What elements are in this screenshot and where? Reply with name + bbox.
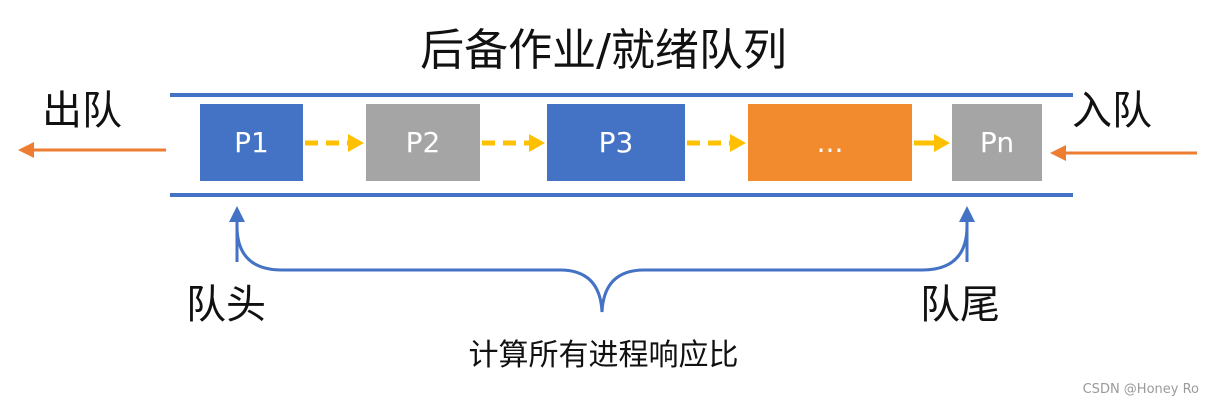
process-box-p3: P3 bbox=[547, 104, 685, 181]
process-box-p2: P2 bbox=[366, 104, 480, 181]
response-ratio-caption: 计算所有进程响应比 bbox=[468, 338, 739, 373]
diagram-title: 后备作业/就绪队列 bbox=[420, 25, 787, 76]
process-box-pn: Pn bbox=[952, 104, 1042, 181]
queue-head-label: 队头 bbox=[186, 282, 266, 328]
enqueue-arrow bbox=[1050, 145, 1197, 161]
chain-arrow-3-4 bbox=[687, 134, 746, 152]
process-label: P2 bbox=[405, 126, 441, 159]
watermark: CSDN @Honey Ro bbox=[1082, 382, 1199, 397]
dequeue-arrow bbox=[18, 142, 166, 158]
dequeue-label: 出队 bbox=[42, 88, 122, 134]
range-brace bbox=[235, 225, 969, 313]
enqueue-label: 入队 bbox=[1072, 88, 1152, 134]
process-label: P1 bbox=[234, 126, 269, 159]
process-label: ... bbox=[816, 126, 844, 159]
process-box-p1: P1 bbox=[200, 104, 303, 181]
process-box-ellipsis: ... bbox=[748, 104, 912, 181]
chain-arrow-2-3 bbox=[482, 134, 545, 152]
process-label: Pn bbox=[979, 126, 1015, 159]
process-label: P3 bbox=[598, 126, 634, 159]
chain-arrow-4-5 bbox=[914, 134, 950, 152]
chain-arrow-1-2 bbox=[305, 134, 364, 152]
queue-tail-label: 队尾 bbox=[920, 282, 1000, 328]
